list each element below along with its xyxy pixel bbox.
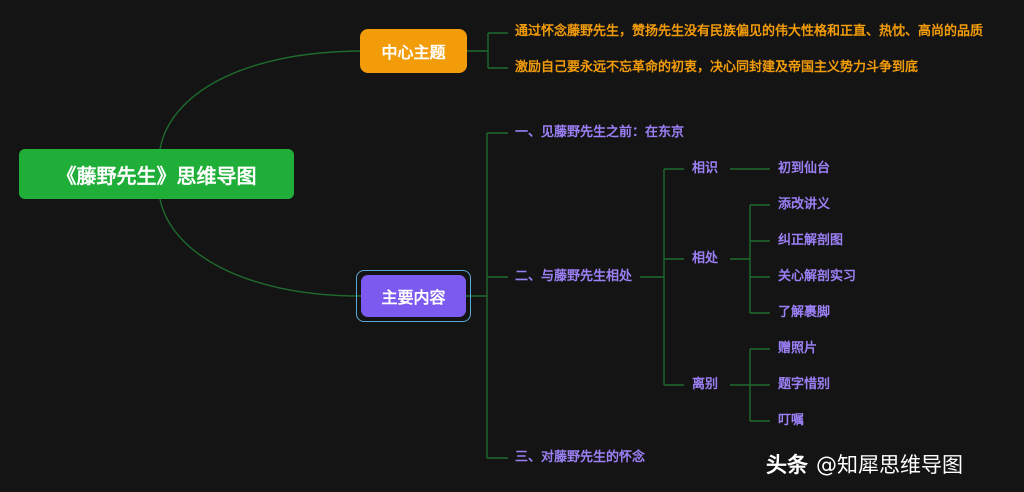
- leaf-item[interactable]: 关心解剖实习: [778, 269, 857, 284]
- group-together[interactable]: 相处: [692, 251, 719, 266]
- main-content-node-label: 主要内容: [381, 288, 446, 307]
- watermark: 头条 @知犀思维导图: [766, 449, 963, 479]
- section-before-meeting[interactable]: 一、见藤野先生之前：在东京: [515, 125, 685, 140]
- leaf-item[interactable]: 添改讲义: [778, 197, 831, 212]
- theme-node-label: 中心主题: [381, 43, 446, 62]
- section-getting-along[interactable]: 二、与藤野先生相处: [515, 269, 633, 284]
- watermark-brand: 头条: [766, 453, 808, 477]
- section-remembrance[interactable]: 三、对藤野先生的怀念: [515, 450, 646, 465]
- theme-point-1[interactable]: 通过怀念藤野先生，赞扬先生没有民族偏见的伟大性格和正直、热忱、高尚的品质: [515, 24, 984, 39]
- watermark-text: @知犀思维导图: [816, 453, 963, 477]
- group-parting[interactable]: 离别: [692, 377, 719, 392]
- theme-node[interactable]: 中心主题: [360, 29, 467, 73]
- main-content-node[interactable]: 主要内容: [361, 275, 466, 317]
- root-topic[interactable]: 《藤野先生》思维导图: [19, 149, 294, 199]
- leaf-item[interactable]: 纠正解剖图: [778, 233, 844, 248]
- leaf-item[interactable]: 了解裹脚: [778, 305, 831, 320]
- theme-point-2[interactable]: 激励自己要永远不忘革命的初衷，决心同封建及帝国主义势力斗争到底: [515, 60, 919, 75]
- root-topic-label: 《藤野先生》思维导图: [56, 163, 257, 188]
- group-meeting[interactable]: 相识: [692, 161, 719, 176]
- leaf-item[interactable]: 题字惜别: [778, 377, 831, 392]
- leaf-item[interactable]: 赠照片: [778, 341, 818, 356]
- main-node-selection-frame: [356, 270, 471, 322]
- leaf-item[interactable]: 叮嘱: [778, 413, 805, 428]
- leaf-item[interactable]: 初到仙台: [778, 161, 831, 176]
